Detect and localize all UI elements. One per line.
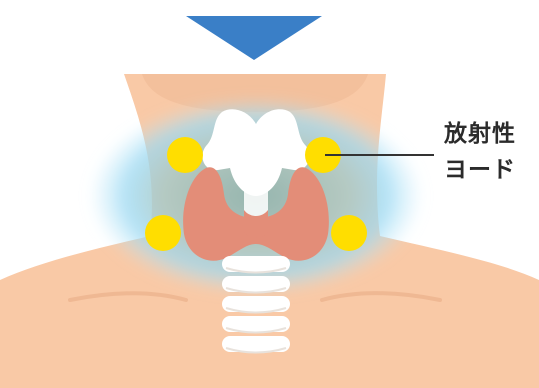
iodine-dot [145,215,181,251]
down-arrow-icon [186,16,322,60]
thyroid-isthmus-gap [244,173,268,219]
radioactive-label: 放射性 [444,123,516,146]
iodine-dot [331,215,367,251]
iodine-dot [167,137,203,173]
iodine-label: ヨード [444,159,516,182]
